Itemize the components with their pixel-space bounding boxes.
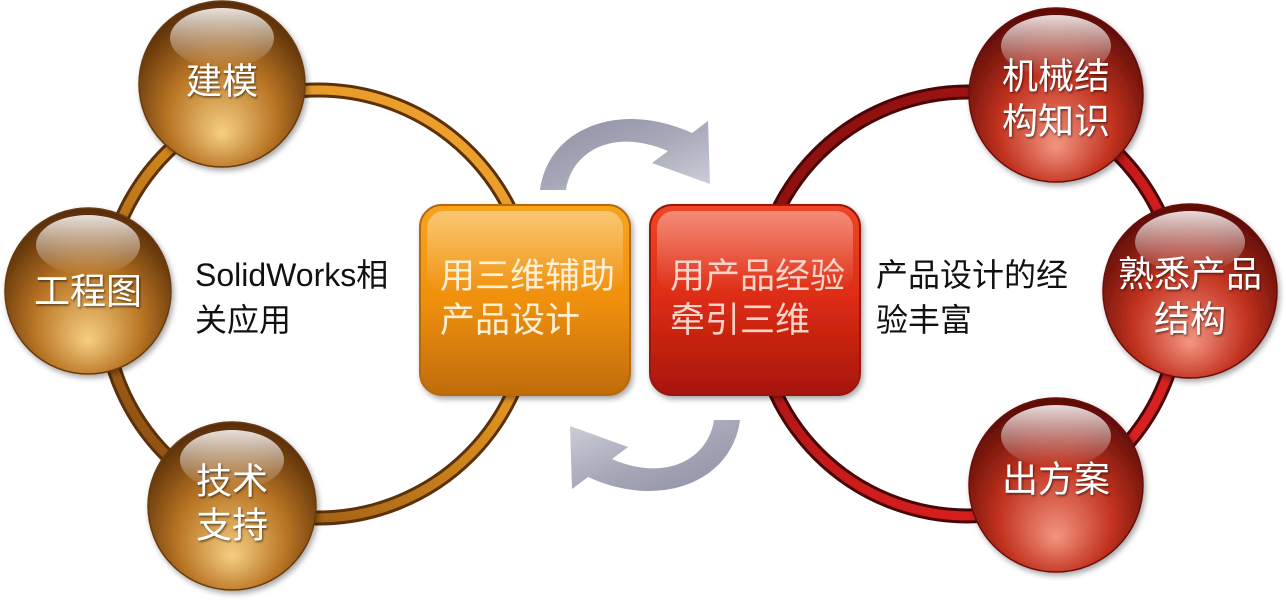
- left-caption-line-2: 关应用: [195, 302, 291, 338]
- center-box-right: [649, 204, 861, 396]
- left-bubble-drawing-label: 工程图: [34, 272, 142, 313]
- right-caption-line-2: 验丰富: [876, 302, 972, 338]
- top-curved-arrow-icon: [540, 119, 710, 190]
- left-caption-line-1: SolidWorks相: [195, 257, 388, 293]
- center-box-right-line-1: 用产品经验: [670, 257, 845, 297]
- left-bubble-support-line-1: 技术: [196, 462, 268, 503]
- bottom-curved-arrow-icon: [570, 420, 740, 491]
- center-box-right-line-2: 牵引三维: [670, 301, 810, 341]
- right-bubble-mechanical-knowledge-line-1: 机械结: [1002, 57, 1110, 98]
- left-bubble-support-line-2: 支持: [196, 506, 268, 547]
- center-box-left-line-2: 产品设计: [440, 301, 580, 341]
- right-bubble-mechanical-knowledge-line-2: 构知识: [1002, 102, 1110, 143]
- left-bubble-modeling: [138, 0, 306, 168]
- left-bubble-modeling-label: 建模: [186, 62, 258, 103]
- center-box-left-line-1: 用三维辅助: [440, 257, 615, 297]
- right-bubble-solution-label: 出方案: [1002, 460, 1110, 501]
- right-bubble-mechanical-knowledge: [968, 7, 1144, 183]
- left-bubble-support: [147, 421, 317, 591]
- right-bubble-product-structure-line-1: 熟悉产品: [1118, 255, 1262, 296]
- right-bubble-product-structure: [1102, 203, 1278, 379]
- right-caption-line-1: 产品设计的经: [876, 257, 1068, 293]
- left-bubble-drawing: [4, 207, 172, 375]
- center-box-left: [419, 204, 631, 396]
- right-bubble-product-structure-line-2: 结构: [1154, 300, 1226, 341]
- right-bubble-solution: [968, 397, 1144, 573]
